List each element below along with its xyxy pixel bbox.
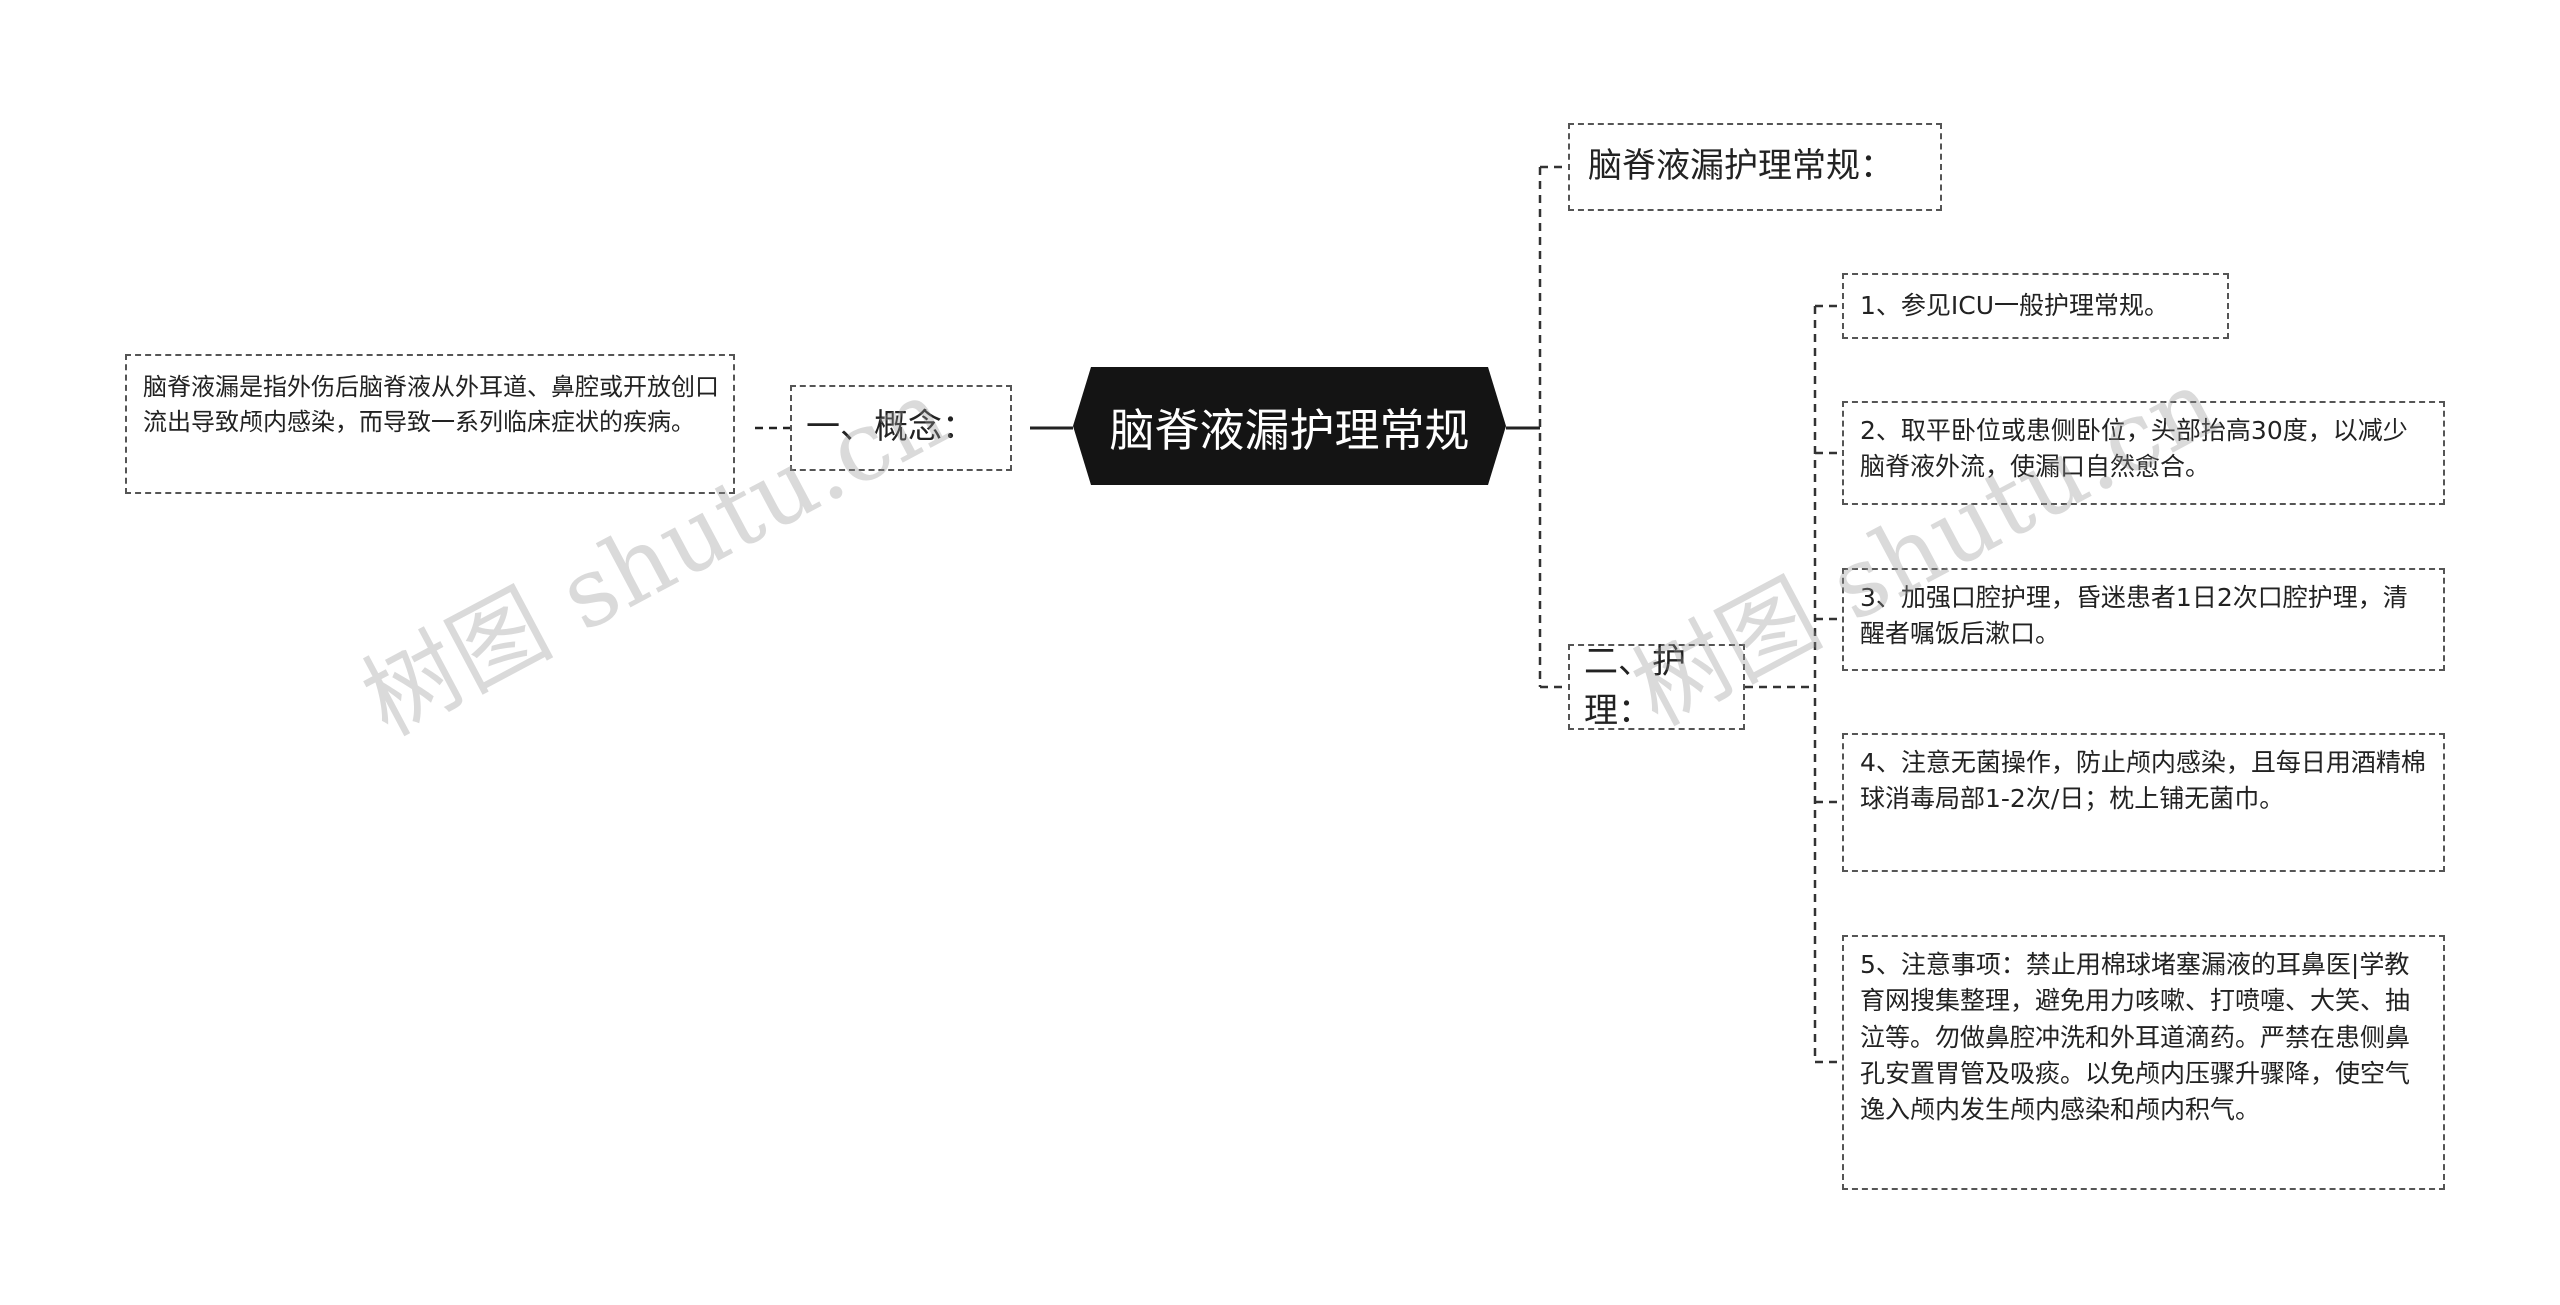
care-item-4[interactable]: 4、注意无菌操作，防止颅内感染，且每日用酒精棉球消毒局部1-2次/日；枕上铺无菌… bbox=[1842, 733, 2445, 872]
care-item-1-text: 1、参见ICU一般护理常规。 bbox=[1860, 290, 2170, 320]
care-item-3[interactable]: 3、加强口腔护理，昏迷患者1日2次口腔护理，清醒者嘱饭后漱口。 bbox=[1842, 568, 2445, 671]
root-node[interactable]: 脑脊液漏护理常规 bbox=[1073, 367, 1506, 485]
title-node-label: 脑脊液漏护理常规： bbox=[1588, 146, 1894, 187]
care-item-5-text: 5、注意事项：禁止用棉球堵塞漏液的耳鼻医|学教育网搜集整理，避免用力咳嗽、打喷嚏… bbox=[1860, 950, 2411, 1124]
concept-text-node[interactable]: 脑脊液漏是指外伤后脑脊液从外耳道、鼻腔或开放创口流出导致颅内感染，而导致一系列临… bbox=[125, 354, 735, 494]
care-item-3-text: 3、加强口腔护理，昏迷患者1日2次口腔护理，清醒者嘱饭后漱口。 bbox=[1860, 583, 2408, 649]
care-item-5[interactable]: 5、注意事项：禁止用棉球堵塞漏液的耳鼻医|学教育网搜集整理，避免用力咳嗽、打喷嚏… bbox=[1842, 935, 2445, 1190]
root-label: 脑脊液漏护理常规 bbox=[1109, 403, 1470, 457]
concept-node[interactable]: 一、概念： bbox=[790, 385, 1012, 471]
care-item-4-text: 4、注意无菌操作，防止颅内感染，且每日用酒精棉球消毒局部1-2次/日；枕上铺无菌… bbox=[1860, 748, 2426, 814]
care-label: 二、护理： bbox=[1584, 641, 1686, 731]
concept-label: 一、概念： bbox=[806, 407, 976, 448]
title-node[interactable]: 脑脊液漏护理常规： bbox=[1568, 123, 1942, 211]
care-item-1[interactable]: 1、参见ICU一般护理常规。 bbox=[1842, 273, 2229, 339]
care-node[interactable]: 二、护理： bbox=[1568, 642, 1745, 731]
concept-text: 脑脊液漏是指外伤后脑脊液从外耳道、鼻腔或开放创口流出导致颅内感染，而导致一系列临… bbox=[143, 373, 719, 436]
care-item-2[interactable]: 2、取平卧位或患侧卧位，头部抬高30度，以减少脑脊液外流，使漏口自然愈合。 bbox=[1842, 401, 2445, 505]
care-item-2-text: 2、取平卧位或患侧卧位，头部抬高30度，以减少脑脊液外流，使漏口自然愈合。 bbox=[1860, 416, 2408, 482]
